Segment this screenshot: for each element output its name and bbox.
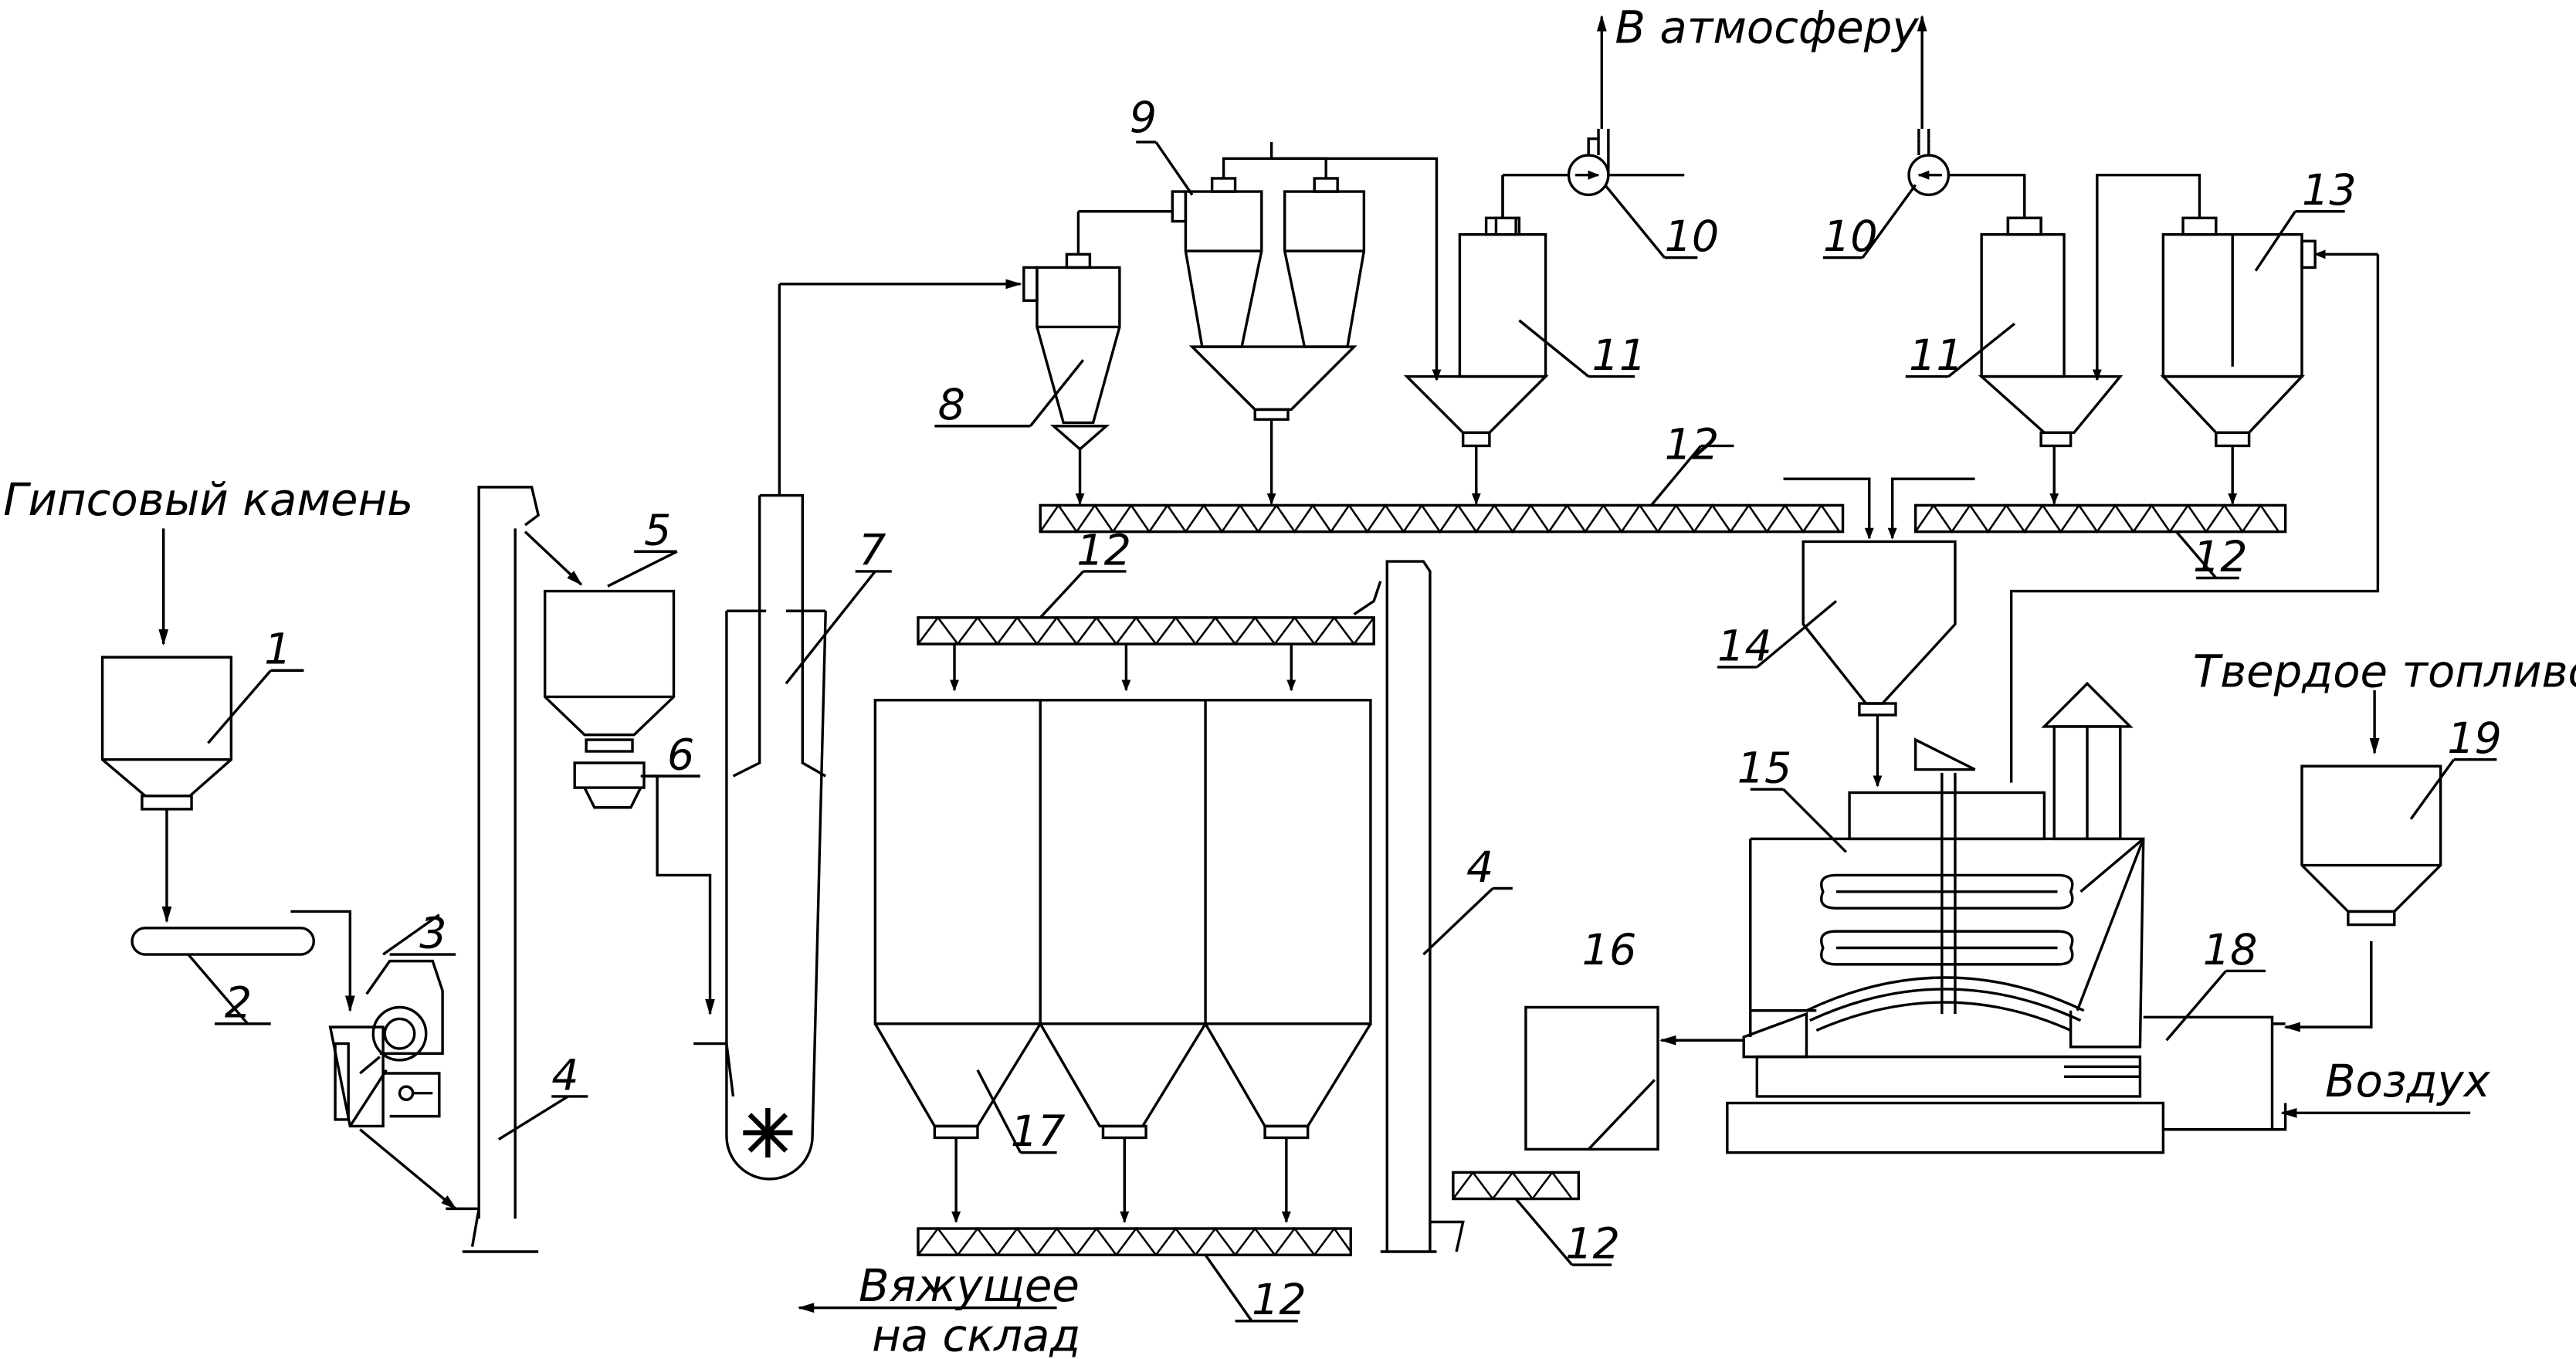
screw-conveyor-12-bottom: [797, 1227, 1352, 1323]
silos-17: [873, 699, 1372, 1223]
feeder-6: [573, 761, 715, 1016]
hopper-5: [543, 550, 678, 753]
number-19: 19: [2447, 713, 2502, 764]
belt-conveyor-2: [130, 927, 316, 1025]
number-4-right: 4: [1466, 842, 1493, 893]
number-8: 8: [938, 380, 965, 430]
screw-conveyor-12-small: [1452, 1171, 1612, 1266]
hopper-1: [100, 528, 233, 924]
text-labels: Гипсовый камень В атмосферу Твердое топл…: [3, 2, 2576, 1359]
binder-label-line2: на склад: [872, 1309, 1080, 1359]
crusher-3: [328, 913, 457, 1210]
number-7: 7: [859, 525, 886, 575]
hopper-19: [2300, 690, 2497, 927]
number-4-left: 4: [551, 1050, 578, 1100]
number-12-top-right: 12: [2193, 532, 2248, 582]
number-16: 16: [1582, 925, 1637, 975]
number-12-small: 12: [1565, 1219, 1620, 1269]
feed-line-right-to-14: [1887, 477, 1975, 540]
filter-11-left: [1403, 175, 1635, 505]
bin-16: [1524, 1005, 1659, 1151]
conveyor-to-crusher-line: [290, 910, 355, 1012]
filter-11-right: [1905, 216, 2124, 505]
fuel-label: Твердое топливо: [2193, 646, 2576, 698]
number-12-bottom: 12: [1252, 1275, 1307, 1325]
number-2: 2: [225, 978, 252, 1028]
number-17: 17: [1011, 1107, 1066, 1157]
air-label: Воздух: [2325, 1055, 2491, 1107]
number-14: 14: [1717, 621, 1772, 671]
screw-flights: [917, 503, 2280, 1257]
gypsum-label: Гипсовый камень: [3, 473, 413, 526]
number-10-left: 10: [1665, 212, 1720, 262]
number-18: 18: [2203, 925, 2258, 975]
number-1: 1: [264, 625, 291, 675]
bucket-elevator-4-left: [446, 486, 583, 1253]
screw-conveyor-12-silo-top: [917, 570, 1375, 692]
bucket-elevator-4-right: [1353, 560, 1513, 1253]
screw-conveyor-12-top-right: [1913, 503, 2287, 580]
number-5: 5: [644, 506, 671, 556]
number-13: 13: [2302, 165, 2357, 215]
leader-lines: [207, 550, 892, 1098]
atmosphere-label: В атмосферу: [1615, 2, 1919, 54]
cyclone-8: [934, 210, 1173, 505]
screw-conveyor-12-top-left: [1039, 444, 1845, 534]
number-11-left: 11: [1591, 330, 1646, 381]
number-15: 15: [1737, 744, 1792, 794]
filter-13: [2009, 173, 2380, 783]
number-3: 3: [419, 909, 446, 959]
dryer-7: [693, 279, 1022, 1181]
cyclone-9: [1136, 141, 1442, 505]
number-10-right: 10: [1823, 212, 1878, 262]
number-12-top-left: 12: [1665, 420, 1720, 470]
number-12-silo-top: 12: [1076, 525, 1131, 575]
number-6: 6: [667, 730, 694, 781]
feed-line-left-to-14: [1783, 477, 1874, 540]
binder-label-line1: Вяжущее: [859, 1259, 1080, 1312]
heat-generator-18: [2143, 940, 2471, 1131]
number-11-right: 11: [1909, 330, 1964, 381]
calciner-15: [1659, 681, 2165, 1154]
number-9: 9: [1130, 93, 1157, 143]
hopper-14: [1717, 540, 1957, 788]
